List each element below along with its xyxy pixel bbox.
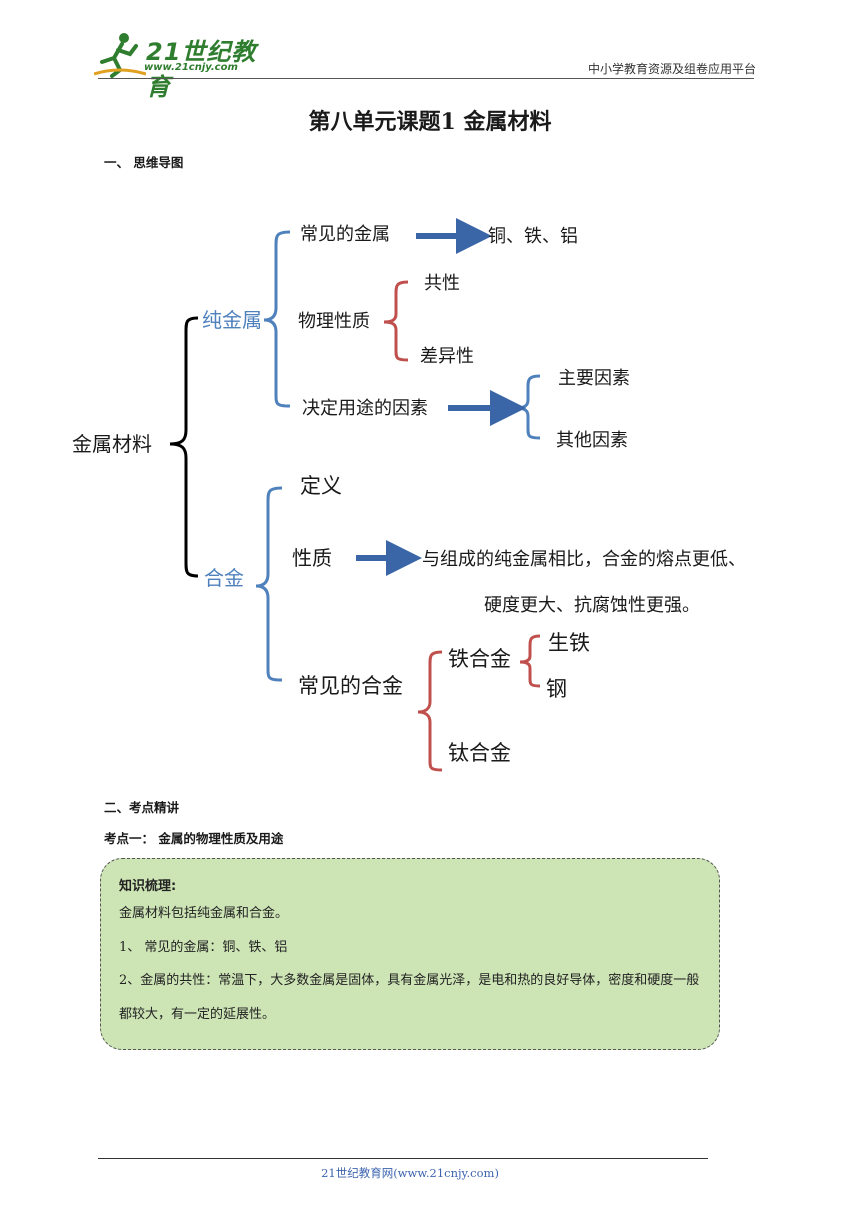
pig-iron-label: 生铁 — [548, 631, 590, 655]
titanium-alloy-label: 钛合金 — [448, 741, 511, 765]
knowledge-line-3: 2、金属的共性：常温下，大多数金属是固体，具有金属光泽，是电和热的良好导体，密度… — [119, 973, 700, 1022]
physical-brace — [383, 280, 409, 362]
main-factor-label: 主要因素 — [558, 368, 630, 389]
iron-alloy-brace — [519, 634, 541, 688]
logo: 21世纪教育 www.21cnjy.com — [93, 30, 264, 101]
section-points-heading: 二、考点精讲 — [104, 800, 180, 815]
iron-alloy-label: 铁合金 — [448, 647, 511, 671]
header-divider — [98, 78, 754, 79]
knowledge-heading: 知识梳理: — [119, 879, 177, 894]
common-metals-list: 铜、铁、铝 — [488, 226, 578, 247]
logo-url: www.21cnjy.com — [144, 62, 238, 73]
section-mindmap-heading: 一、 思维导图 — [104, 155, 184, 170]
alloy-label: 合金 — [204, 566, 244, 590]
common-alloys-label: 常见的合金 — [298, 674, 403, 698]
footer-divider — [98, 1158, 708, 1159]
alloy-brace — [255, 486, 283, 682]
other-factor-label: 其他因素 — [556, 430, 628, 451]
definition-label: 定义 — [300, 474, 342, 498]
commonality-label: 共性 — [424, 273, 460, 294]
pure-brace — [263, 230, 291, 408]
logo-text: 21世纪教育 — [146, 38, 257, 101]
difference-label: 差异性 — [420, 346, 474, 367]
factors-label: 决定用途的因素 — [302, 398, 428, 419]
steel-label: 钢 — [546, 677, 567, 701]
property-text-1: 与组成的纯金属相比，合金的熔点更低、 — [422, 549, 746, 570]
common-alloys-brace — [417, 650, 443, 772]
knowledge-line-1: 金属材料包括纯金属和合金。 — [119, 906, 289, 921]
platform-name: 中小学教育资源及组卷应用平台 — [587, 62, 756, 76]
knowledge-box: 知识梳理: 金属材料包括纯金属和合金。 1、 常见的金属：铜、铁、铝 2、金属的… — [100, 858, 720, 1050]
factors-brace — [515, 374, 541, 440]
root-brace — [169, 316, 199, 578]
root-label: 金属材料 — [72, 432, 152, 456]
common-metals-label: 常见的金属 — [300, 224, 390, 245]
point-one-heading: 考点一： 金属的物理性质及用途 — [104, 831, 284, 846]
property-label: 性质 — [292, 546, 332, 570]
knowledge-line-2: 1、 常见的金属：铜、铁、铝 — [119, 940, 288, 955]
property-text-2: 硬度更大、抗腐蚀性更强。 — [484, 595, 700, 616]
runner-logo-icon — [93, 33, 147, 78]
page-title: 第八单元课题1 金属材料 — [308, 109, 552, 135]
physical-label: 物理性质 — [298, 311, 370, 332]
footer-text: 21世纪教育网(www.21cnjy.com) — [321, 1166, 499, 1180]
pure-metal-label: 纯金属 — [202, 308, 262, 332]
page-header: 21世纪教育 www.21cnjy.com 中小学教育资源及组卷应用平台 — [0, 0, 860, 101]
